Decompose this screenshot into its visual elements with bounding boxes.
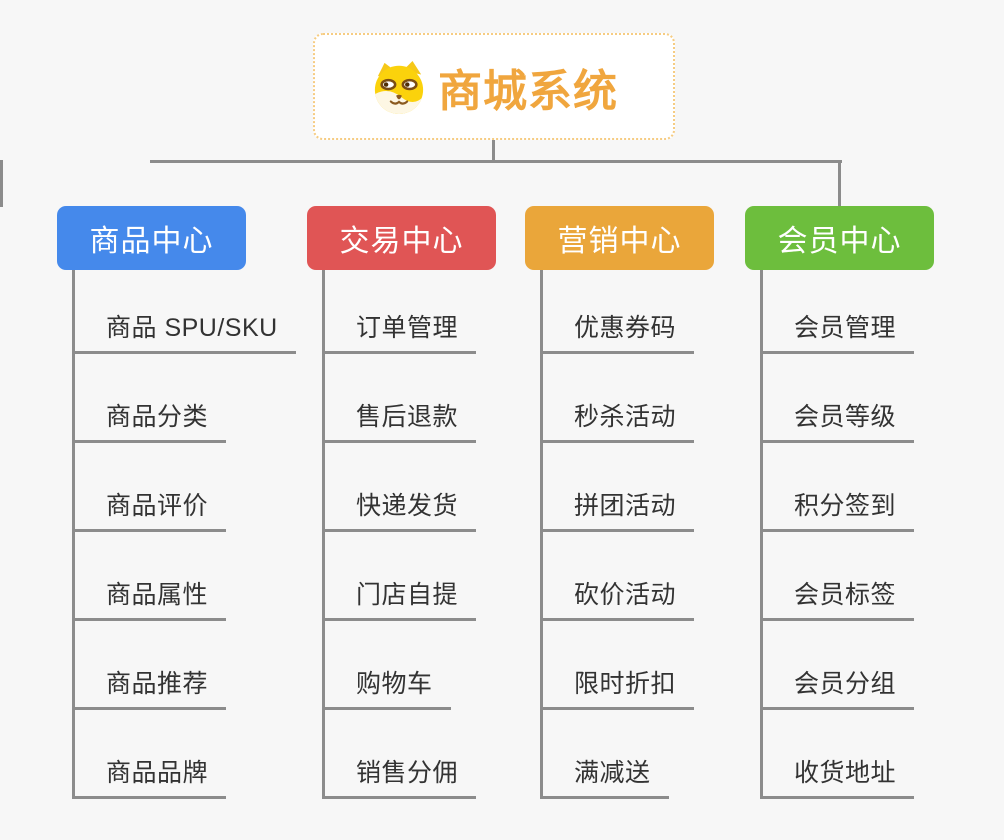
sub-topic[interactable]: 会员管理 [760,270,915,354]
sub-topic[interactable]: 满减送 [540,710,669,799]
sub-topic[interactable]: 售后退款 [322,354,477,443]
branch-box[interactable]: 会员中心 [745,206,934,270]
sub-topic[interactable]: 商品推荐 [72,621,227,710]
branch-label: 会员中心 [777,225,902,258]
root-node[interactable]: 商城系统 [313,33,675,140]
sub-topic[interactable]: 销售分佣 [322,710,477,799]
dog-face-icon [370,60,428,114]
sub-topic[interactable]: 订单管理 [322,270,477,354]
sub-topic[interactable]: 收货地址 [760,710,915,799]
sub-topic[interactable]: 会员标签 [760,532,915,621]
root-title: 商城系统 [438,66,618,116]
branch-items: 优惠券码秒杀活动拼团活动砍价活动限时折扣满减送 [540,270,785,799]
sub-topic[interactable]: 限时折扣 [540,621,695,710]
connector-horizontal-rail [150,160,842,163]
sub-topic[interactable]: 会员分组 [760,621,915,710]
sub-topic[interactable]: 购物车 [322,621,451,710]
connector-branch-drop [838,160,841,207]
sub-topic[interactable]: 商品分类 [72,354,227,443]
sub-topic[interactable]: 优惠券码 [540,270,695,354]
branch-items: 会员管理会员等级积分签到会员标签会员分组收货地址 [760,270,1004,799]
sub-topic[interactable]: 商品评价 [72,443,227,532]
sub-topic[interactable]: 商品品牌 [72,710,227,799]
connector-branch-drop [0,160,3,207]
sub-topic[interactable]: 秒杀活动 [540,354,695,443]
branch-column: 会员中心 会员管理会员等级积分签到会员标签会员分组收货地址 [745,206,1004,799]
branch-column: 营销中心 优惠券码秒杀活动拼团活动砍价活动限时折扣满减送 [525,206,785,799]
branch-label: 营销中心 [557,225,682,258]
sub-topic[interactable]: 商品 SPU/SKU [72,270,296,354]
branch-items: 订单管理售后退款快递发货门店自提购物车销售分佣 [322,270,567,799]
sub-topic[interactable]: 拼团活动 [540,443,695,532]
sub-topic[interactable]: 门店自提 [322,532,477,621]
branch-label: 商品中心 [89,225,214,258]
sub-topic[interactable]: 积分签到 [760,443,915,532]
branch-column: 交易中心 订单管理售后退款快递发货门店自提购物车销售分佣 [307,206,567,799]
sub-topic[interactable]: 会员等级 [760,354,915,443]
sub-topic[interactable]: 快递发货 [322,443,477,532]
branch-box[interactable]: 营销中心 [525,206,714,270]
sub-topic[interactable]: 砍价活动 [540,532,695,621]
branch-box[interactable]: 交易中心 [307,206,496,270]
branch-box[interactable]: 商品中心 [57,206,246,270]
sub-topic[interactable]: 商品属性 [72,532,227,621]
connector-root-drop [492,140,495,162]
branch-label: 交易中心 [339,225,464,258]
